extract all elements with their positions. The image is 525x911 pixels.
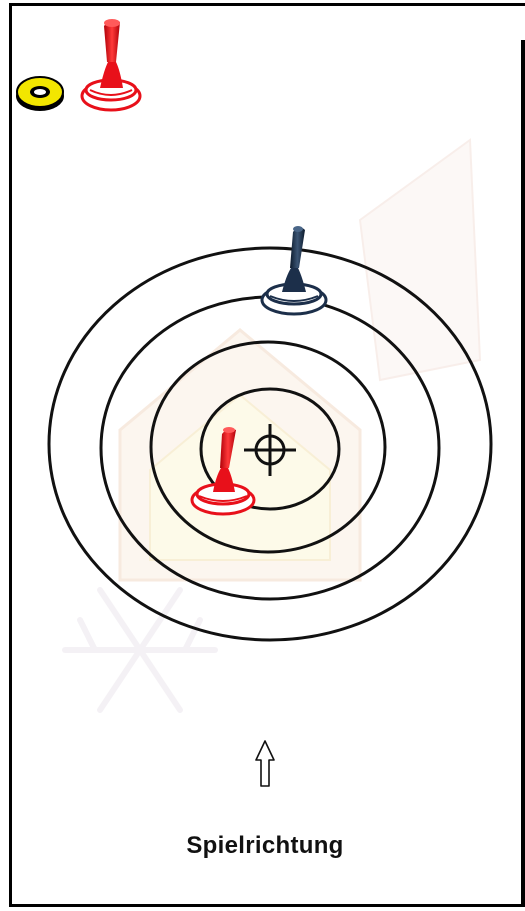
direction-label: Spielrichtung — [0, 832, 525, 860]
watermark-snowflake — [65, 590, 215, 710]
blue-stock — [262, 226, 326, 314]
up-arrow-icon — [256, 741, 274, 786]
watermark-logo — [120, 140, 480, 580]
watermark — [65, 140, 480, 710]
yellow-ring-icon — [16, 77, 64, 111]
red-stock-waiting — [82, 19, 140, 110]
